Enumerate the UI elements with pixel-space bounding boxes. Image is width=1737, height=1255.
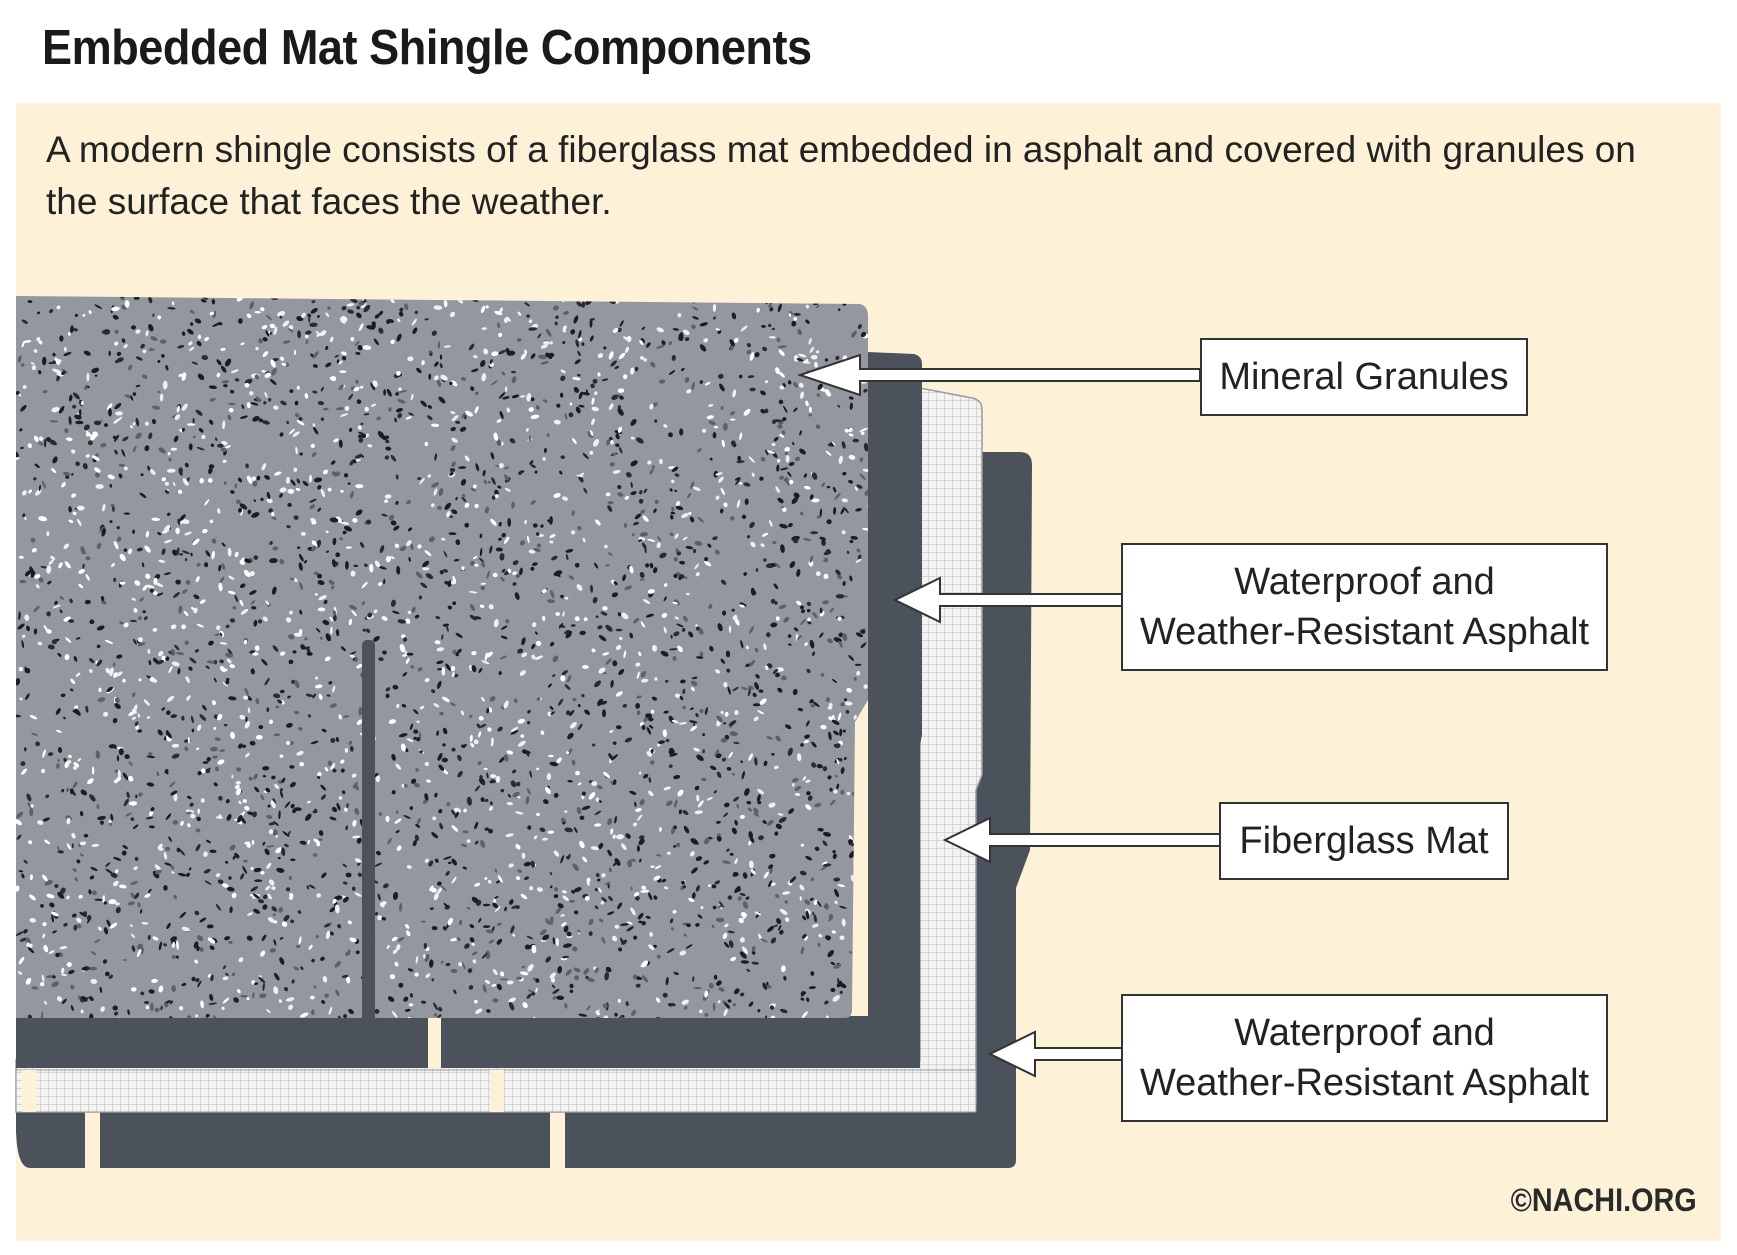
leader-fiberglass-mat [942, 816, 1221, 864]
label-mineral-granules-text: Mineral Granules [1219, 356, 1509, 398]
bottom-asphalt-strip [16, 1112, 1016, 1134]
label-asphalt-top-line1: Waterproof and [1234, 561, 1495, 603]
leader-asphalt-bottom [987, 1030, 1123, 1078]
leader-asphalt-top [892, 576, 1123, 624]
copyright-credit: ©NACHI.ORG [1510, 1182, 1697, 1218]
label-asphalt-bottom: Waterproof and Weather-Resistant Asphalt [1121, 994, 1608, 1122]
shingle-slot [362, 640, 375, 1020]
label-asphalt-bottom-line1: Waterproof and [1234, 1012, 1495, 1054]
label-asphalt-top-line2: Weather-Resistant Asphalt [1139, 611, 1590, 653]
label-fiberglass-mat-text: Fiberglass Mat [1239, 820, 1489, 862]
label-fiberglass-mat: Fiberglass Mat [1219, 802, 1509, 880]
intro-text: A modern shingle consists of a fiberglas… [46, 129, 1636, 222]
label-asphalt-top: Waterproof and Weather-Resistant Asphalt [1121, 543, 1608, 671]
label-asphalt-bottom-line2: Weather-Resistant Asphalt [1139, 1062, 1590, 1104]
label-mineral-granules: Mineral Granules [1200, 338, 1528, 416]
granule-surface [16, 296, 868, 1018]
leader-mineral-granules [796, 353, 1201, 397]
diagram-title: Embedded Mat Shingle Components [42, 21, 812, 75]
